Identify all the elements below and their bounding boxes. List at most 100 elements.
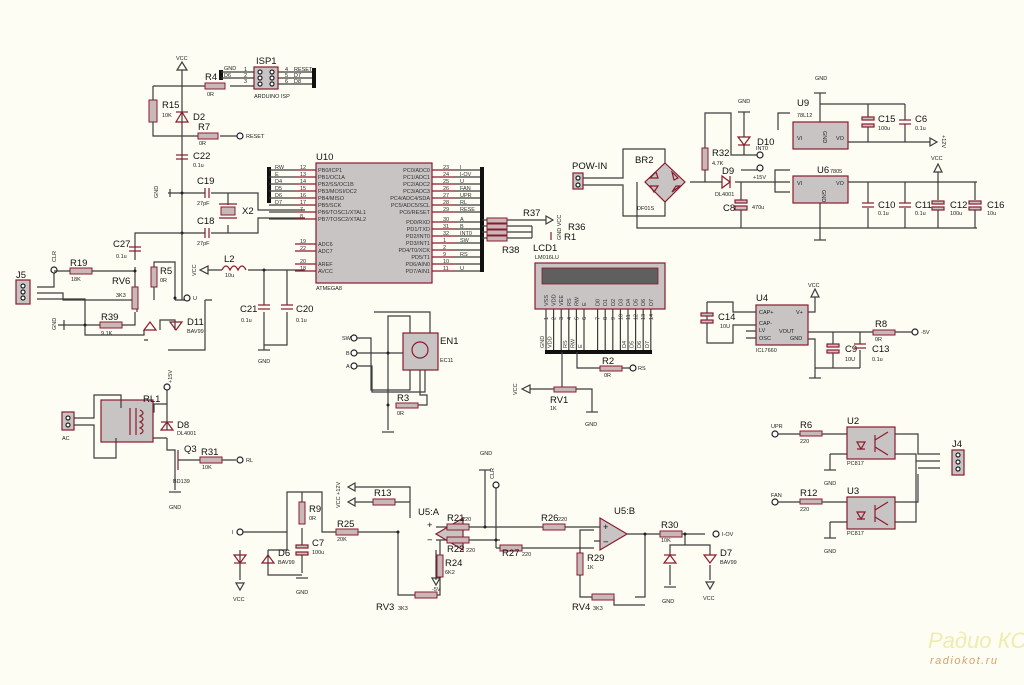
svg-text:+15V: +15V <box>168 370 174 383</box>
svg-text:UPR: UPR <box>771 424 783 430</box>
relay-block: AC +15V RL1 D8 DL4001 Q3 BD139 R31 10K R… <box>61 370 253 511</box>
u-terminal[interactable] <box>183 294 191 302</box>
c7-ref: C7 <box>312 538 324 549</box>
rv1-ref: RV1 <box>550 395 568 406</box>
u10-pin-num: 10 <box>443 259 449 265</box>
pow-in-ref: POW-IN <box>572 161 607 172</box>
m5v-terminal[interactable] <box>911 328 919 336</box>
svg-text:GND VCC: GND VCC <box>557 215 563 240</box>
rv4-ref: RV4 <box>572 602 590 613</box>
u3-value: PC817 <box>847 531 864 537</box>
vcc-arrow-icon <box>346 481 356 493</box>
lcd-pin-name: VEE <box>559 295 565 306</box>
lcd-net-label: VDD <box>548 336 554 348</box>
r5-resistor <box>150 266 158 288</box>
u10-pin-num: 8 <box>300 214 303 220</box>
i-terminal[interactable] <box>236 528 244 536</box>
svg-text:2: 2 <box>244 73 247 79</box>
reset-terminal[interactable] <box>236 132 244 140</box>
r4-ref: R4 <box>205 72 217 83</box>
svg-text:VCC: VCC <box>233 597 245 603</box>
u10-pin-num: 18 <box>300 266 306 272</box>
rv3-trimmer <box>414 591 438 599</box>
svg-text:VO: VO <box>836 136 845 142</box>
rl-terminal[interactable] <box>236 456 244 464</box>
d7-ref: D7 <box>720 548 732 559</box>
vcc-label: VCC <box>176 56 188 62</box>
power-input-block: POW-IN BR2 DF01S R32 4.7K GND D10 INT0 D… <box>572 99 940 229</box>
isp-d8-label: D8 <box>294 79 301 85</box>
clr-terminal[interactable] <box>50 266 58 274</box>
d11-ref: D11 <box>187 317 204 328</box>
u10-pin-name: PB1/OC1A <box>318 175 345 181</box>
u10-pin-num: 14 <box>300 179 306 185</box>
u10-pin-num: 25 <box>443 179 449 185</box>
lcd-pin-num: 8 <box>603 317 609 320</box>
d6-diode-icon <box>260 554 276 564</box>
r13-ref: R13 <box>374 488 391 499</box>
r29-ref: R29 <box>587 553 604 564</box>
c10-value: 0.1u <box>878 211 889 217</box>
r29-resistor <box>576 552 584 576</box>
u10-net-label: D4 <box>275 179 282 185</box>
p15v-relay-terminal[interactable] <box>163 383 171 391</box>
u10-pin-name: PB2/SS/OC1B <box>318 182 354 188</box>
c11-ref: C11 <box>915 200 932 211</box>
c9-ref: C9 <box>845 344 857 355</box>
svg-text:VCC: VCC <box>192 264 198 276</box>
u10-net-label: D6 <box>275 193 282 199</box>
r3-resistor <box>395 402 419 409</box>
pullup-network: R37 R38 R36 R1 GND VCC LCD1 LM016LU <box>482 208 585 261</box>
watermark-title: Радио КОТ <box>928 628 1024 653</box>
b-terminal[interactable] <box>350 349 358 357</box>
c18-value: 27pF <box>197 241 210 247</box>
c20-value: 0.1u <box>296 318 307 324</box>
l2-value: 10u <box>225 273 234 279</box>
lcd-net-label: RW <box>570 338 576 348</box>
svg-text:GND: GND <box>821 131 827 143</box>
lcd-pin-num: 9 <box>611 317 617 320</box>
svg-text:3: 3 <box>244 79 247 85</box>
watermark: Радио КОТ radiokot.ru <box>928 628 1024 667</box>
u2-value: PC817 <box>847 461 864 467</box>
u10-pin-num: 24 <box>443 172 449 178</box>
rs-terminal[interactable] <box>629 364 637 372</box>
u10-body <box>315 162 433 284</box>
a-terminal[interactable] <box>350 362 358 370</box>
int0-terminal[interactable] <box>756 151 764 159</box>
i-ov-terminal[interactable] <box>712 530 720 538</box>
r31-resistor <box>199 456 223 464</box>
r5-ref: R5 <box>160 266 172 277</box>
svg-text:GND: GND <box>820 190 826 202</box>
sw-terminal[interactable] <box>350 334 358 342</box>
lcd-net-label: D4 <box>622 341 628 348</box>
u10-net-label: A <box>460 217 464 223</box>
svg-text:GND: GND <box>824 549 836 555</box>
u10-pin-name: PB4/MISO <box>318 196 345 202</box>
p15v-terminal[interactable] <box>756 164 764 172</box>
u10-pin-name: PB5/SCK <box>318 203 342 209</box>
c15-capacitor <box>861 116 875 121</box>
u10-pin-num: 30 <box>443 217 449 223</box>
c11-value: 0.1u <box>915 211 926 217</box>
d7-value: BAV99 <box>720 560 737 566</box>
c12-value: 100u <box>950 211 962 217</box>
svg-text:RS: RS <box>638 366 646 372</box>
fan-terminal[interactable] <box>771 498 779 506</box>
u10-net-label: SW <box>460 238 470 244</box>
svg-text:VCC: VCC <box>513 383 519 395</box>
svg-text:+12V: +12V <box>940 135 946 148</box>
l2-inductor <box>221 265 247 272</box>
svg-text:−: − <box>427 535 433 546</box>
svg-text:GND: GND <box>296 590 308 596</box>
u6-regulator <box>792 175 849 204</box>
u10-pin-num: 2 <box>443 245 446 251</box>
clr-sense-terminal[interactable] <box>492 481 500 489</box>
svg-text:GND: GND <box>258 359 270 365</box>
r25-resistor <box>335 528 359 536</box>
r8-value: 0R <box>875 337 882 343</box>
r30-ref: R30 <box>661 520 678 531</box>
upr-terminal[interactable] <box>771 430 779 438</box>
c21-ref: C21 <box>240 304 257 315</box>
en1-ref: EN1 <box>440 336 458 347</box>
